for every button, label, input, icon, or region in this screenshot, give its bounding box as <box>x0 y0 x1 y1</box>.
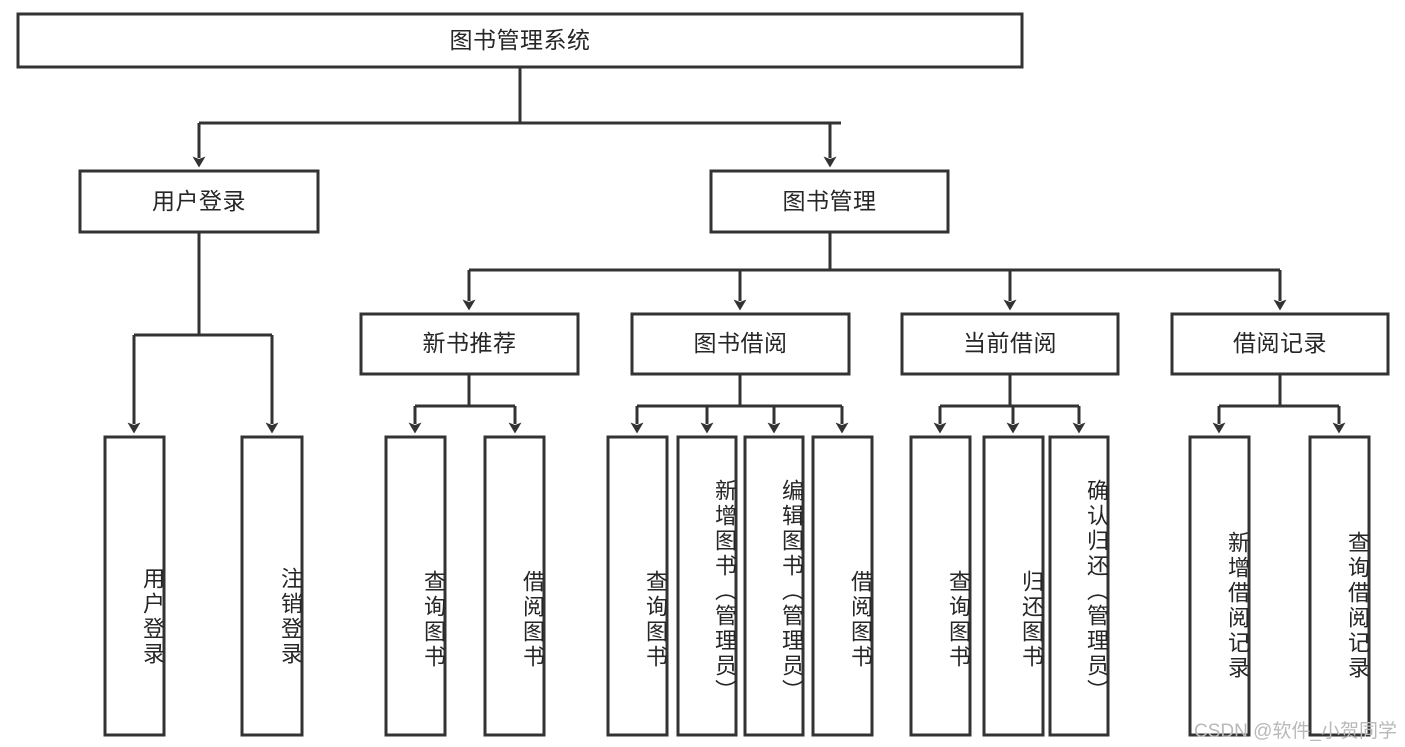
node-box-root[interactable] <box>16 12 1024 69</box>
edge-book-borrow-to-leaves <box>630 374 849 434</box>
node-box-leaf-add-book[interactable] <box>676 435 738 737</box>
node-box-leaf-logout[interactable] <box>240 435 304 737</box>
edge-book-manage-to-level2 <box>462 232 1287 311</box>
node-box-leaf-return-book[interactable] <box>982 435 1045 737</box>
node-box-leaf-add-record[interactable] <box>1188 435 1251 737</box>
node-box-user-login[interactable] <box>78 169 320 234</box>
edge-user-login-to-leaves <box>127 232 279 434</box>
node-box-leaf-query-book-2[interactable] <box>606 435 669 737</box>
node-box-current-borrow[interactable] <box>900 312 1120 376</box>
node-box-borrow-record[interactable] <box>1170 312 1390 376</box>
node-box-leaf-user-login[interactable] <box>103 435 166 737</box>
node-box-leaf-query-book-1[interactable] <box>384 435 447 737</box>
edge-borrow-record-to-leaves <box>1212 374 1346 434</box>
node-box-leaf-borrow-book-1[interactable] <box>483 435 546 737</box>
node-box-leaf-query-record[interactable] <box>1308 435 1371 737</box>
node-box-new-book-rec[interactable] <box>359 312 580 376</box>
node-box-leaf-confirm-return[interactable] <box>1048 435 1110 737</box>
node-box-book-manage[interactable] <box>709 169 950 234</box>
node-box-leaf-borrow-book-2[interactable] <box>811 435 874 737</box>
node-box-book-borrow[interactable] <box>630 312 851 376</box>
edge-root-to-level1 <box>192 67 841 168</box>
edge-current-borrow-to-leaves <box>933 374 1086 434</box>
node-box-leaf-query-book-3[interactable] <box>909 435 972 737</box>
edge-new-book-rec-to-leaves <box>408 374 522 434</box>
node-box-leaf-edit-book[interactable] <box>743 435 805 737</box>
